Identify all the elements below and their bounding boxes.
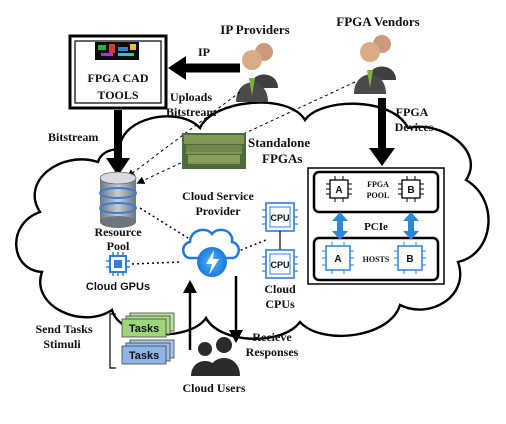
pcie-arrow-right <box>403 212 419 240</box>
send-tasks-label-1: Send Tasks <box>35 322 92 336</box>
resource-pool-label-1: Resource <box>94 225 142 239</box>
gpu-chip-icon <box>106 252 130 276</box>
tasks-label-1: Tasks <box>129 323 159 335</box>
chip-b-bottom-label: B <box>406 254 413 265</box>
cloud-service-label-2: Provider <box>195 204 241 218</box>
fpga-chip-b-top <box>398 176 424 202</box>
fpga-vendors-label: FPGA Vendors <box>336 14 419 29</box>
dotted-gpu-to-service <box>131 261 181 265</box>
people-icon <box>354 35 396 94</box>
uploads-label-1: Uploads <box>170 90 212 104</box>
chip-b-top-label: B <box>407 185 414 196</box>
users-group-icon <box>191 337 240 376</box>
ip-providers-label: IP Providers <box>220 22 289 37</box>
recieve-label-1: Recieve <box>252 330 292 344</box>
host-chip-a <box>322 242 354 274</box>
cad-tools-label-2: TOOLS <box>97 88 138 102</box>
standalone-label-2: FPGAs <box>262 151 302 166</box>
cloud-service-label-1: Cloud Service <box>182 189 254 203</box>
uploads-label-2: Bitstream <box>166 105 216 119</box>
chip-a-top-label: A <box>335 185 342 196</box>
host-chip-b <box>394 242 426 274</box>
chip-a-bottom-label: A <box>334 254 341 265</box>
dotted-service-to-cpu <box>235 239 267 253</box>
resource-pool-label-2: Pool <box>107 239 130 253</box>
fpga-pool-label-1: FPGA <box>367 180 389 189</box>
fpga-chip-a-top <box>326 176 352 202</box>
tasks-bracket <box>109 313 116 369</box>
cad-tools-label-1: FPGA CAD <box>88 71 149 85</box>
tasks-card-blue <box>121 339 175 365</box>
tasks-card-green <box>121 312 175 338</box>
fpga-boards-photo-icon <box>182 133 246 169</box>
pcie-arrow-left <box>332 212 348 240</box>
fpga-pool-label-2: POOL <box>367 191 390 200</box>
cpu-label-1: CPU <box>270 213 289 223</box>
standalone-label-1: Standalone <box>248 135 310 150</box>
hosts-label: HOSTS <box>363 255 390 264</box>
fpga-devices-label-2: Devices <box>395 120 434 134</box>
cloud-gpus-label: Cloud GPUs <box>86 281 150 293</box>
database-icon <box>99 171 137 228</box>
cloud-lightning-icon <box>182 228 240 277</box>
recieve-label-2: Responses <box>246 345 299 359</box>
bitstream-label: Bitstream <box>48 130 98 144</box>
pcie-label: PCIe <box>364 221 388 233</box>
fpga-devices-label-1: FPGA <box>396 105 429 119</box>
cloud-users-label: Cloud Users <box>182 381 245 395</box>
cloud-cpus-label-1: Cloud <box>264 282 296 296</box>
people-icon <box>236 43 278 102</box>
ip-arrow-label: IP <box>198 45 210 59</box>
cloud-cpus-label-2: CPUs <box>265 297 295 311</box>
cpu-chip-2 <box>262 249 298 279</box>
circuit-board-screenshot-icon <box>95 42 139 60</box>
send-tasks-label-2: Stimuli <box>43 337 81 351</box>
tasks-label-2: Tasks <box>129 350 159 362</box>
cpu-label-2: CPU <box>270 260 289 270</box>
